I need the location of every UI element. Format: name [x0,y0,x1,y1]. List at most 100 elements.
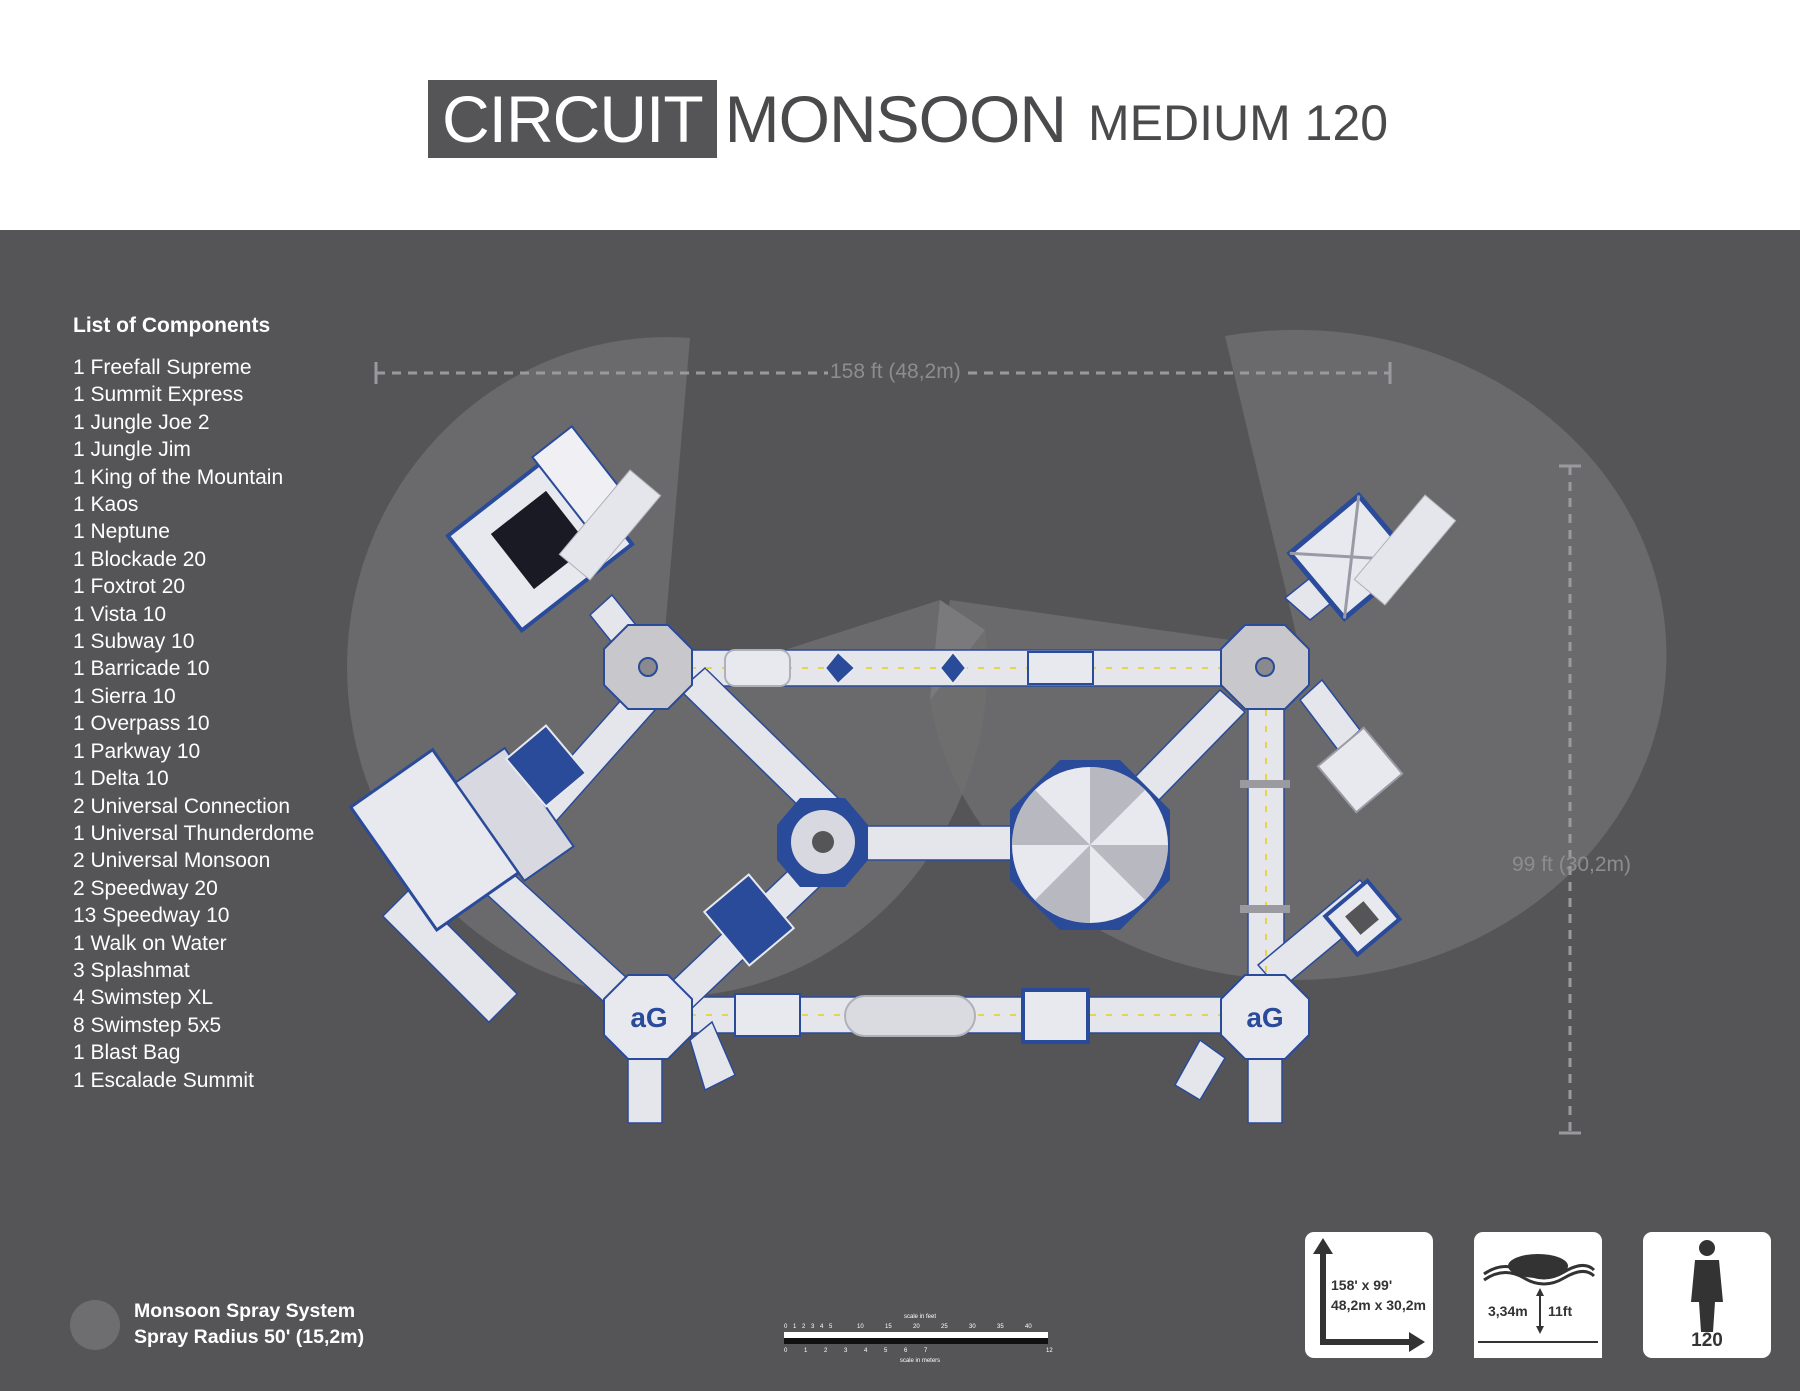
scale-block [1026,1338,1037,1344]
hub-bottom-right [1220,974,1310,1060]
barricade-10 [1027,651,1094,685]
logo-hub-right: aG [1246,1002,1283,1033]
scale-block [927,1338,938,1344]
summit-express [348,746,575,933]
scale-feet-tick: 5 [829,1324,833,1330]
page-title: CIRCUIT MONSOON MEDIUM 120 [428,80,1388,158]
left-long-ramp [381,886,519,1024]
scale-block [883,1332,894,1338]
scale-block [905,1338,916,1344]
components-list: 1 Freefall Supreme 1 Summit Express 1 Jung… [73,354,314,1094]
size-feet: 158' x 99' [1331,1277,1393,1293]
scale-feet-tick: 4 [820,1324,824,1330]
scale-block [1037,1338,1048,1344]
blockade-20 [734,993,801,1037]
scale-feet-tick: 40 [1025,1324,1032,1330]
component-item: 2 Speedway 20 [73,876,218,900]
scale-block [971,1338,982,1344]
scale-feet-tick: 3 [811,1324,815,1330]
component-item: 4 Swimstep XL [73,986,214,1010]
component-item: 13 Speedway 10 [73,904,230,928]
scale-block [916,1338,927,1344]
subway-10 [702,873,796,967]
universal-connection [1240,780,1290,788]
logo-hub-left: aG [630,1002,667,1033]
spray-legend-line2: Spray Radius 50' (15,2m) [134,1326,365,1348]
scale-block [784,1338,795,1344]
scale-block [806,1332,817,1338]
scale-feet-tick: 25 [941,1324,948,1330]
scale-block [795,1338,806,1344]
small-modules [504,649,1290,1044]
vista-10 [504,724,588,808]
component-item: 1 Subway 10 [73,630,195,654]
header: CIRCUIT MONSOON MEDIUM 120 [0,0,1800,230]
scale-meters-label: scale in meters [900,1358,940,1364]
spray-legend-line1: Monsoon Spray System [134,1300,356,1322]
component-item: 1 Sierra 10 [73,684,176,708]
scale-block [817,1338,828,1344]
component-item: 1 Freefall Supreme [73,356,252,379]
component-item: 1 Blast Bag [73,1041,181,1065]
component-item: 1 Kaos [73,493,139,517]
stub-bottom-right-2 [1173,1038,1226,1102]
king-of-the-mountain [1316,726,1404,814]
component-item: 1 King of the Mountain [73,465,284,489]
scale-meter-tick: 3 [844,1348,848,1354]
component-item: 1 Walk on Water [73,931,227,955]
capacity-value: 120 [1691,1330,1723,1351]
components-title: List of Components [73,314,271,337]
scale-block [960,1332,971,1338]
scale-block [1004,1338,1015,1344]
dimension-height-label: 99 ft (30,2m) [1512,853,1632,876]
blast-bag [844,995,976,1037]
hub-bottom-left [603,974,693,1060]
component-item: 1 Foxtrot 20 [73,575,186,599]
component-item: 8 Swimstep 5x5 [73,1013,222,1037]
person-icon [1691,1240,1723,1332]
scale-block [1037,1332,1048,1338]
title-circuit: CIRCUIT [428,80,717,158]
universal-thunderdome [1010,760,1170,930]
scale-block [938,1338,949,1344]
title-monsoon: MONSOON [724,82,1067,156]
scale-feet-tick: 2 [802,1324,806,1330]
dimension-arrows-icon [1313,1238,1425,1352]
scale-meter-tick: 0 [784,1348,788,1354]
scale-block [872,1338,883,1344]
scale-block [883,1338,894,1344]
component-item: 1 Summit Express [73,383,244,407]
scale-block [828,1332,839,1338]
capacity-info-box: 120 [1643,1232,1771,1358]
scale-block [949,1332,960,1338]
scale-block [949,1338,960,1344]
scale-meter-tick: 2 [824,1348,828,1354]
depth-info-box: 3,34m 11ft [1474,1232,1602,1358]
speedway-middle [839,825,1021,861]
swimstep-xl [1021,988,1090,1044]
component-item: 1 Parkway 10 [73,739,201,763]
scale-block [905,1332,916,1338]
scale-feet-tick: 1 [793,1324,797,1330]
dimension-width-label: 158 ft (48,2m) [828,360,963,384]
scale-block [850,1332,861,1338]
scale-block [872,1332,883,1338]
dimension-width [374,362,1392,384]
scale-block [894,1338,905,1344]
water-depth-icon [1474,1254,1602,1358]
component-item: 1 Jungle Joe 2 [73,410,210,434]
scale-block [839,1338,850,1344]
slide-top-right [1353,494,1457,606]
escalade-summit [1322,878,1403,958]
scale-feet-tick: 15 [885,1324,892,1330]
scale-block [861,1332,872,1338]
spray-zone-legend-icon [70,1300,120,1350]
scale-block [1015,1332,1026,1338]
scale-meter-tick: 1 [804,1348,808,1354]
walk-on-water [724,649,791,687]
scale-meter-tick: 5 [884,1348,888,1354]
depth-meters: 3,34m [1488,1303,1528,1319]
neptune-left [823,650,857,686]
scale-block [982,1338,993,1344]
